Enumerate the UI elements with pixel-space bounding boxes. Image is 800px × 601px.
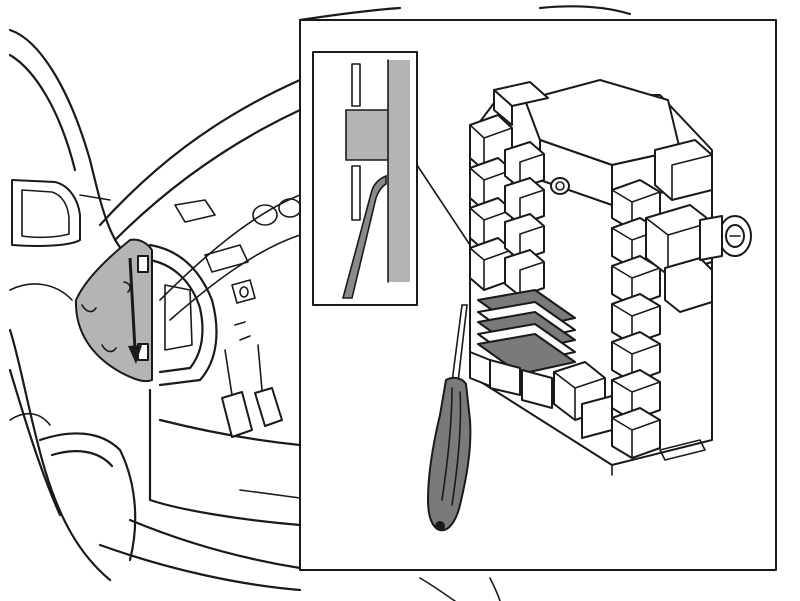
clip-detail [341,59,389,299]
detail-inset [312,51,471,306]
side-cover-panel [74,238,153,383]
fuse-relay-box [469,79,752,476]
car-interior-scene [8,5,632,601]
screwdriver [427,304,472,532]
removal-arrow [128,257,142,364]
